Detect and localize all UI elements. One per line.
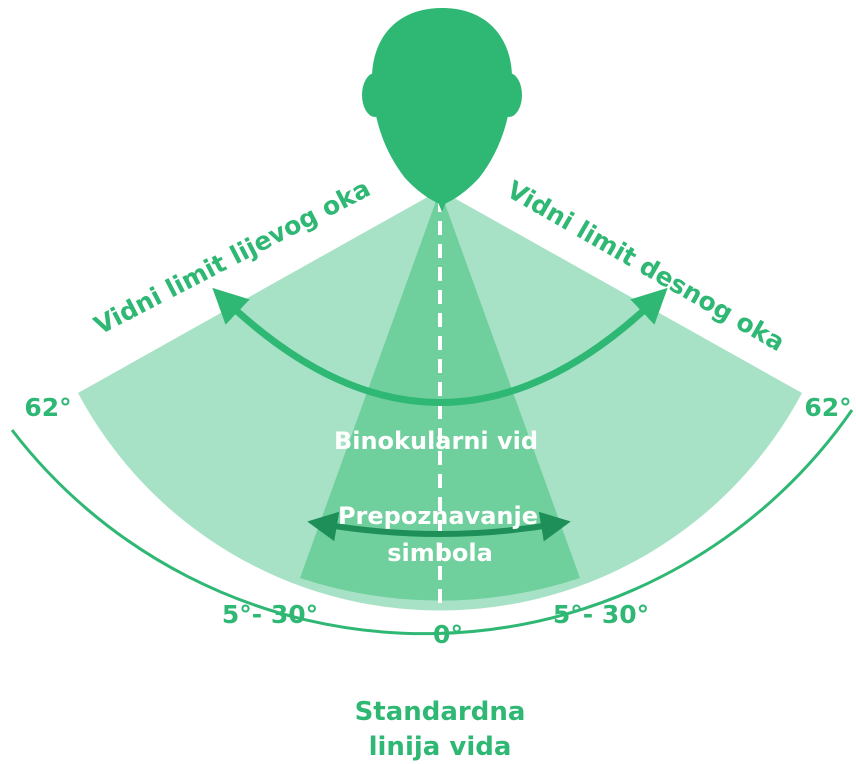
range-right-label: 5°- 30° (553, 600, 649, 629)
center-angle-label: 0° (433, 620, 463, 649)
angle-62-right: 62° (804, 393, 851, 422)
range-left-label: 5°- 30° (222, 600, 318, 629)
standard-line-label-line1: Standardna (355, 697, 526, 727)
head-silhouette-icon (362, 8, 522, 212)
binocular-label: Binokularni vid (334, 427, 538, 455)
standard-line-label-line2: linija vida (369, 732, 512, 762)
recognition-label-line1: Prepoznavanje (338, 502, 538, 530)
angle-62-left: 62° (24, 393, 71, 422)
recognition-label-line2: simbola (387, 539, 493, 567)
symbol-recognition-arrow (307, 511, 571, 542)
eye-limit-arc-arrow (212, 287, 668, 406)
standard-line-arc (10, 409, 854, 636)
